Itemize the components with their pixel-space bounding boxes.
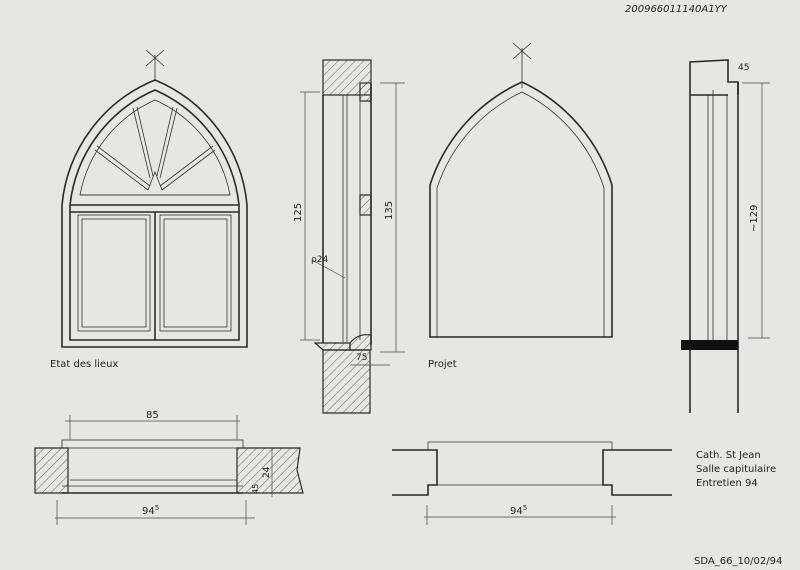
dim-945-left: 945 [142, 504, 159, 517]
dim-85: 85 [146, 410, 159, 421]
project-window-section: ~129 45 [681, 59, 770, 413]
existing-window-elevation: Etat des lieux [50, 49, 248, 370]
dim-945-right: 945 [510, 504, 527, 517]
title-line-2: Salle capitulaire [696, 464, 776, 475]
dim-75: 75 [356, 353, 367, 363]
dim-135: 135 [384, 201, 395, 220]
dim-45: 45 [738, 63, 749, 73]
existing-window-plan: 85 945 24 45 [34, 410, 304, 525]
label-project: Projet [428, 359, 457, 370]
title-block: Cath. St Jean Salle capitulaire Entretie… [696, 450, 776, 489]
cross-mark-icon [145, 49, 165, 80]
reference-number: 200966011140A1YY [625, 4, 728, 15]
drawing-footer: SDA_66_10/02/94 [694, 556, 782, 567]
dim-bar: ρ24 [311, 255, 328, 265]
project-window-plan: 945 [392, 441, 672, 525]
dim-45-plan: 45 [251, 484, 260, 494]
project-window-elevation: Projet [428, 42, 613, 370]
title-line-3: Entretien 94 [696, 478, 758, 489]
dim-129: ~129 [749, 205, 760, 232]
dim-24: 24 [262, 466, 272, 478]
existing-window-section: 125 135 ρ24 75 [293, 59, 405, 414]
dim-125: 125 [293, 203, 304, 222]
label-existing: Etat des lieux [50, 359, 118, 370]
title-line-1: Cath. St Jean [696, 450, 761, 461]
